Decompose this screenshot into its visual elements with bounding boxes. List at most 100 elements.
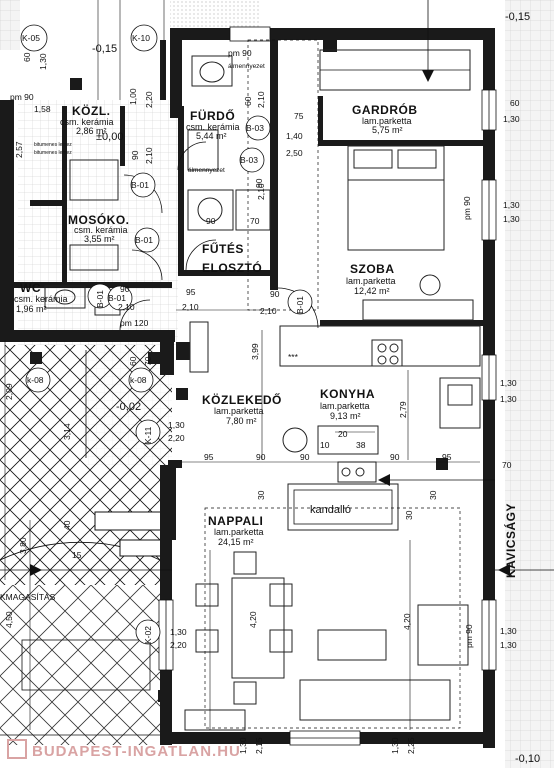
room-konyha-name: KONYHA [320, 387, 375, 401]
label-magasitas: KMAGASÍTÁS [0, 592, 56, 602]
room-nappali-name: NAPPALI [208, 514, 263, 528]
bathroom-fixtures [187, 55, 271, 231]
label-kavicsagy: KAVICSÁGY [503, 503, 518, 578]
room-nappali-floor: lam.parketta [214, 527, 264, 537]
room-kozl-area: 2,86 m² [76, 126, 107, 136]
dim-30a: 30 [256, 490, 266, 500]
section-lines [0, 0, 554, 576]
room-eloszto-name: ELOSZTÓ [202, 260, 262, 275]
room-konyha-area: 9,13 m² [330, 411, 361, 421]
dim-210e: 2,10 [118, 302, 135, 312]
dim-210f: 2,10 [144, 147, 154, 164]
dim-250: 2,50 [286, 148, 303, 158]
dim-60a: 60 [22, 52, 32, 62]
label-kandallo: kandalló [310, 504, 351, 516]
dim-450: 4,50 [4, 611, 14, 628]
room-wc-floor: csm. kerámia [14, 294, 68, 304]
door-swings [85, 141, 319, 458]
room-konyha-floor: lam.parketta [320, 401, 370, 411]
dim-40: 40 [62, 520, 72, 530]
dim-130h: 1,30 [170, 627, 187, 637]
dim-130b: 1,30 [503, 114, 520, 124]
dim-215: 2,15 [254, 737, 264, 754]
element-tags [20, 24, 313, 645]
dim-380: 3,80 [18, 537, 28, 554]
room-mosoko-floor: csm. kerámia [74, 225, 128, 235]
tag-b01a: B-01 [131, 180, 149, 190]
room-wc-area: 1,96 m² [16, 304, 47, 314]
dim-220b: 2,20 [168, 433, 185, 443]
dim-158: 1,58 [34, 104, 51, 114]
tag-k08b: k-08 [130, 375, 147, 385]
dim-38: 38 [356, 440, 366, 450]
dining-table [195, 551, 293, 705]
room-wc-name: WC [20, 281, 41, 295]
dim-220a: 2,20 [144, 91, 154, 108]
bed [347, 145, 445, 251]
dim-95c: 95 [442, 452, 452, 462]
dim-level-m015b: -0,15 [505, 11, 530, 23]
room-szoba-area: 12,42 m² [354, 286, 390, 296]
dim-pm120: pm 120 [120, 318, 149, 328]
dim-60d: 60 [128, 356, 138, 366]
room-furdo-floor: csm. kerámia [186, 122, 240, 132]
dim-level-pm000: ±0,00 [96, 131, 123, 143]
room-gardrob-name: GARDRÓB [352, 102, 418, 117]
tag-b03a: B-03 [246, 123, 264, 133]
dim-90b: 90 [206, 216, 216, 226]
dim-130d: 1,30 [503, 214, 520, 224]
dim-220c: 2,20 [170, 640, 187, 650]
room-futes-name: FŰTÉS [202, 241, 244, 256]
dim-225: 2,25 [406, 737, 416, 754]
dim-60b: 60 [243, 96, 253, 106]
room-furdo-area: 5,44 m² [196, 131, 227, 141]
dim-130a: 1,30 [38, 53, 48, 70]
tag-b01e: B-01 [295, 296, 305, 314]
dim-95a: 95 [186, 287, 196, 297]
dim-pm90c: pm 90 [464, 624, 474, 648]
dim-279: 2,79 [398, 401, 408, 418]
room-kozl-floor: csm. kerámia [60, 117, 114, 127]
tag-k11: K-11 [143, 426, 153, 444]
room-kozl-name: KÖZL. [72, 103, 111, 118]
dim-210b: 2,10 [256, 183, 266, 200]
windows [158, 26, 497, 746]
tag-b03b: B-03 [240, 155, 258, 165]
label-bitumen-1: bitumenes lemez [34, 142, 72, 148]
room-gardrob-area: 5,75 m² [372, 125, 403, 135]
dim-90a: 90 [254, 178, 264, 188]
dim-257: 2,57 [14, 141, 24, 158]
label-almennyezet-2: álmennyezet [188, 167, 225, 174]
dim-75: 75 [294, 111, 304, 121]
dim-130k: 1,30 [238, 737, 248, 754]
label-bitumen-2: bitumenes lemez [34, 150, 72, 156]
dim-30c: 30 [428, 490, 438, 500]
tag-b01c: B-01 [95, 290, 105, 308]
tag-k10: K-10 [132, 33, 150, 43]
dim-100: 1,00 [128, 88, 138, 105]
dim-90f: 90 [300, 452, 310, 462]
tag-k02: K-02 [143, 626, 153, 644]
label-stars: *** [288, 352, 299, 362]
room-furdo-name: FÜRDŐ [190, 108, 235, 123]
room-nappali-area: 24,15 m² [218, 537, 254, 547]
dim-210d: 2,10 [260, 306, 277, 316]
dim-10: 10 [320, 440, 330, 450]
tag-k05: K-05 [22, 33, 40, 43]
dim-70: 70 [250, 216, 260, 226]
dim-90c: 90 [270, 289, 280, 299]
dim-399: 3,99 [250, 343, 260, 360]
dim-90h: 90 [130, 150, 140, 160]
dim-130i: 1,30 [500, 626, 517, 636]
room-mosoko-area: 3,55 m² [84, 234, 115, 244]
dim-130g: 1,30 [168, 420, 185, 430]
room-kozlekedo-area: 7,80 m² [226, 416, 257, 426]
watermark: BUDAPEST-INGATLAN.HU [32, 743, 241, 760]
fireplace [287, 483, 399, 531]
dim-314: 3,14 [62, 423, 72, 440]
living-furniture [184, 604, 469, 731]
dim-420a: 4,20 [248, 611, 258, 628]
dim-70b: 70 [143, 356, 153, 366]
tag-b01d: B-01 [108, 293, 126, 303]
